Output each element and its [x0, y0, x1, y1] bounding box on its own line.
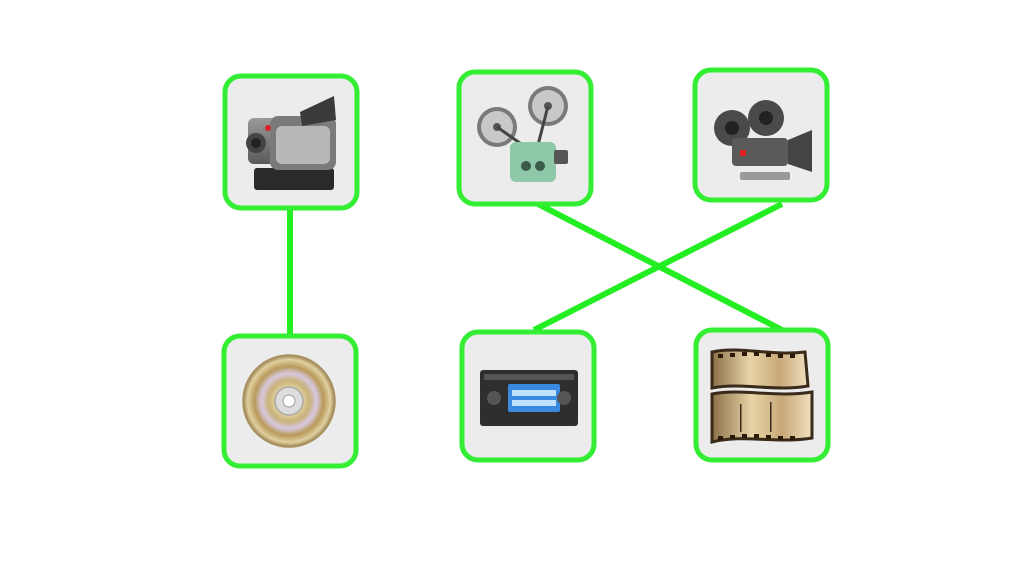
- node-camcorder[interactable]: [222, 73, 360, 211]
- optical-disc-icon: [242, 354, 336, 448]
- node-vhs-tape[interactable]: [459, 329, 597, 463]
- film-strip-icon: [710, 348, 814, 444]
- link-movie-camera-vhs: [532, 201, 784, 333]
- node-film-projector[interactable]: [456, 69, 594, 207]
- movie-camera-icon: [714, 100, 812, 180]
- film-projector-icon: [477, 86, 568, 182]
- node-movie-camera[interactable]: [692, 67, 830, 203]
- node-dvd[interactable]: [221, 333, 359, 469]
- node-film-strip[interactable]: [693, 327, 831, 463]
- camcorder-icon: [246, 96, 336, 190]
- videocassette-icon: [480, 370, 578, 426]
